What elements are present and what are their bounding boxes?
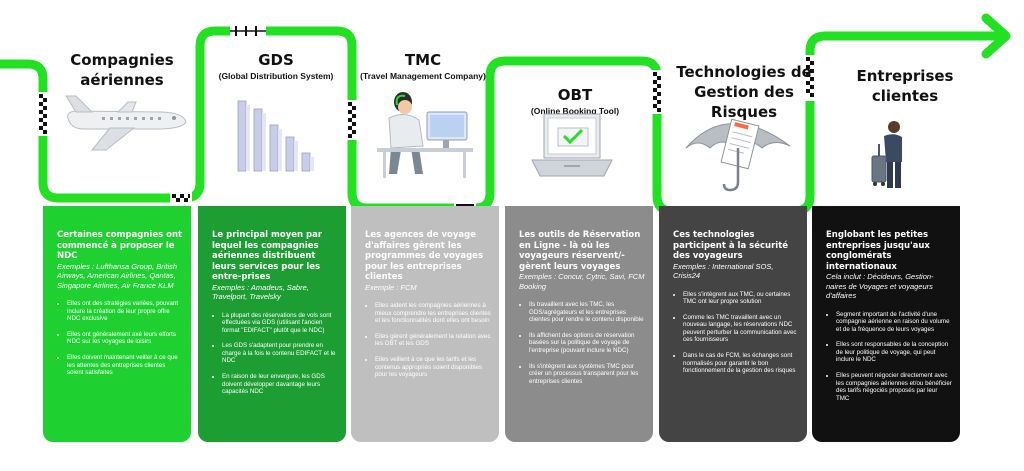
bullet-item: Segment important de l'activité d'une co… [836, 311, 952, 334]
stage-subtitle: (Travel Management Company) [360, 71, 486, 81]
stage-clients-panel: Englobant les petites entreprises jusqu'… [812, 206, 960, 442]
panel-lead: Certaines compagnies ont commencé à prop… [57, 230, 183, 261]
bullet-item: Comme les TMC travaillent avec un nouvea… [683, 314, 799, 344]
umbrella-policy-icon [685, 118, 791, 192]
panel-lead: Les agences de voyage d'affaires gèrent … [365, 230, 483, 282]
panel-lead: Ces technologies participent à la sécuri… [673, 230, 789, 261]
stage-obt-panel: Les outils de Réservation en Ligne - là … [505, 206, 653, 442]
stage-title-line: TMC [404, 51, 442, 69]
stage-subtitle: (Online Booking Tool) [530, 106, 620, 116]
panel-examples: Exemples : Lufthansa Group, British Airw… [57, 261, 178, 290]
panel-bullets: Ils travaillent avec les TMC, les GDS/ag… [519, 301, 645, 385]
bullet-item: Elles doivent maintenant veiller à ce qu… [67, 354, 183, 377]
stage-gds-panel: Le principal moyen par lequel les compag… [198, 206, 346, 442]
panel-examples: Exemples : International SOS, Crisis24 [673, 261, 774, 281]
bullet-item: Ils affichent des options de réservation… [529, 332, 645, 355]
panel-bullets: Elles ont des stratégies variées, pouvan… [57, 300, 183, 377]
panel-bullets: La plupart des réservations de vols sont… [212, 312, 338, 396]
stage-risk-panel: Ces technologies participent à la sécuri… [659, 206, 807, 442]
bullet-item: Dans le cas de FCM, les échanges sont no… [683, 352, 799, 375]
panel-bullets: Elles s'intègrent aux TMC, ou certaines … [673, 291, 799, 375]
stage-clients-heading: Entreprises clientes [830, 66, 980, 106]
stage-tmc-heading: TMC (Travel Management Company) [348, 50, 498, 81]
stage-gds-heading: GDS (Global Distribution System) [201, 50, 351, 81]
bullet-item: Elles sont responsables de la conception… [836, 341, 952, 364]
stage-title-line: aériennes [80, 71, 164, 89]
stage-title-line: Entreprises [856, 67, 954, 85]
stage-airlines-heading: Compagnies aériennes [47, 50, 197, 90]
agent-at-desk-icon [377, 92, 473, 178]
panel-lead: Le principal moyen par lequel les compag… [212, 230, 323, 282]
bullet-item: Ils travaillent avec les TMC, les GDS/ag… [529, 301, 645, 324]
stage-title-line: GDS [258, 51, 294, 69]
stage-airlines-panel: Certaines compagnies ont commencé à prop… [43, 206, 191, 442]
bullet-item: Elles ont généralement axé leurs efforts… [67, 331, 183, 346]
bullet-item: Elles s'intègrent aux TMC, ou certaines … [683, 291, 799, 306]
stage-title-line: Compagnies [70, 51, 174, 69]
bullet-item: En raison de leur envergure, les GDS doi… [222, 373, 338, 396]
bullet-item: Les GDS s'adaptent pour prendre en charg… [222, 342, 338, 365]
stage-tmc-panel: Les agences de voyage d'affaires gèrent … [351, 206, 499, 442]
panel-examples: Exemples : Amadeus, Sabre, Travelport, T… [212, 282, 309, 302]
bullet-item: Elles veillent à ce que les tarifs et le… [375, 356, 491, 379]
bullet-item: Ils s'intègrent aux systèmes TMC pour cr… [529, 363, 645, 386]
bullet-item: Elles ont des stratégies variées, pouvan… [67, 300, 183, 323]
bullet-item: Elles aident les compagnies aériennes à … [375, 302, 491, 325]
panel-lead: Les outils de Réservation en Ligne - là … [519, 230, 641, 272]
panel-examples: Exemples : Concur, Cytric, Savi, FCM Boo… [519, 272, 645, 291]
bullet-item: La plupart des réservations de vols sont… [222, 312, 338, 335]
airplane-icon [65, 95, 187, 151]
laptop-check-icon [531, 113, 613, 177]
stage-risk-heading: Technologies de Gestion des Risques [664, 62, 824, 122]
stage-title-line: OBT [557, 86, 593, 104]
panel-lead: Englobant les petites entreprises jusqu'… [826, 230, 930, 272]
bar-columns-icon [237, 100, 314, 172]
panel-bullets: Elles aident les compagnies aériennes à … [365, 302, 491, 379]
arrow-head-icon [981, 13, 1011, 59]
stage-title-line: Technologies de [676, 63, 812, 81]
stage-subtitle: (Global Distribution System) [218, 71, 334, 81]
bullet-item: Elles peuvent négocier directement avec … [836, 372, 952, 402]
panel-examples: Cela inclut : Décideurs, Gestion-naires … [826, 272, 934, 300]
panel-bullets: Segment important de l'activité d'une co… [826, 311, 952, 403]
panel-examples: Exemple : FCM [365, 282, 417, 292]
checker-marks [37, 25, 816, 214]
stage-title-line: clientes [871, 87, 939, 105]
traveller-with-suitcase-icon [871, 121, 902, 188]
stage-obt-heading: OBT (Online Booking Tool) [500, 85, 650, 116]
stage-title-line: Gestion des Risques [694, 83, 794, 121]
bullet-item: Elles gèrent généralement la relation av… [375, 333, 491, 348]
